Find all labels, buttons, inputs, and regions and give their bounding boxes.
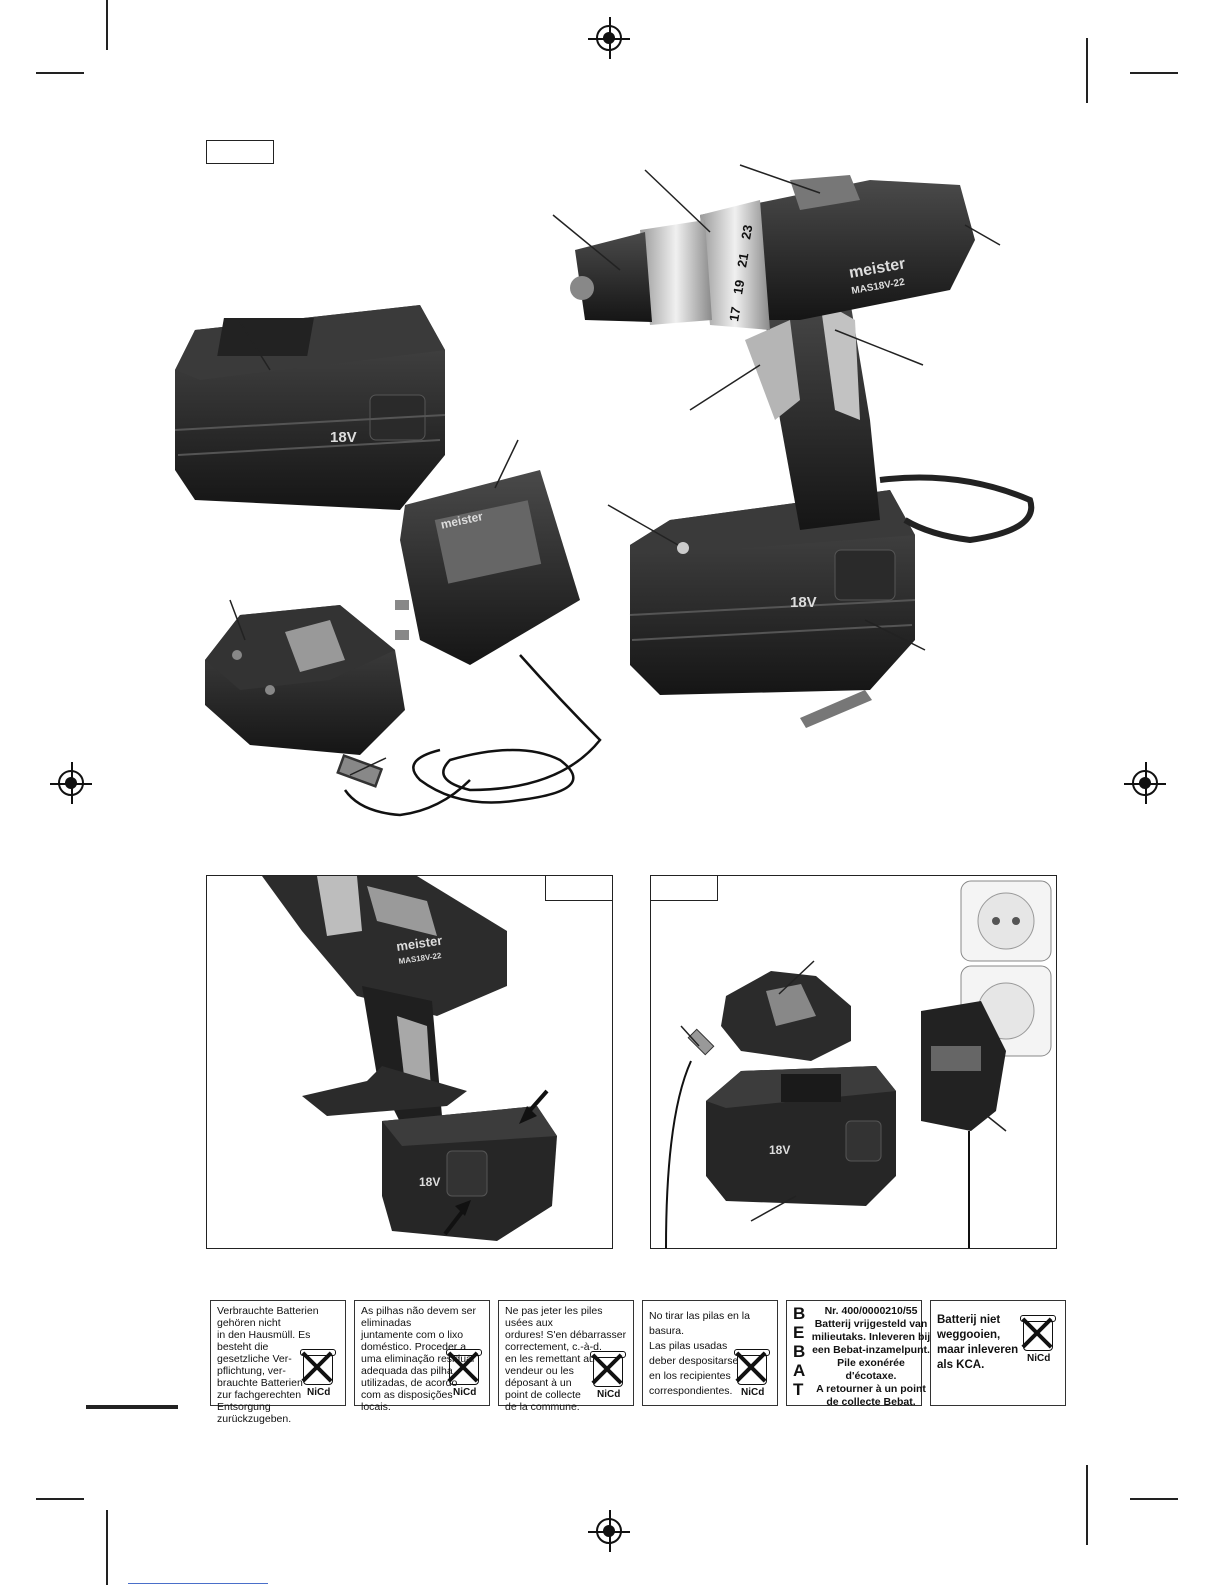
- fig3-cradle: [721, 971, 851, 1061]
- disposal-label-de: Verbrauchte Batterien gehören nicht in d…: [210, 1300, 346, 1425]
- disposal-text-es: No tirar las pilas en la basura. Las pil…: [649, 1310, 750, 1397]
- spare-battery-voltage: 18V: [330, 429, 357, 446]
- figure-3: 18V: [650, 875, 1057, 1249]
- disposal-text-nl: Batterij niet weggooien, maar inleveren …: [937, 1314, 1019, 1371]
- registration-mark-bottom: [588, 1510, 630, 1552]
- drill-battery: 18V: [629, 490, 916, 695]
- fig3-plug-cable: [665, 1028, 715, 1248]
- disposal-text-de: Verbrauchte Batterien gehören nicht in d…: [217, 1305, 319, 1425]
- clutch-scale-1: 17: [726, 306, 743, 323]
- crossed-bin-icon: NiCd: [443, 1345, 483, 1398]
- figure-1-leaders: [229, 164, 1001, 776]
- figure-2-label: [545, 876, 612, 901]
- screwdriver-bit: [800, 690, 872, 728]
- fig3-battery: 18V: [706, 1066, 896, 1206]
- disposal-label-fr: Ne pas jeter les piles usées aux ordures…: [498, 1300, 634, 1413]
- clutch-scale-4: 23: [738, 224, 755, 241]
- figure-3-label: [651, 876, 718, 901]
- wrist-strap: [879, 474, 1035, 544]
- bebat-text: Nr. 400/0000210/55 Batterij vrijgesteld …: [811, 1305, 931, 1408]
- disposal-label-pt: As pilhas não devem ser eliminadas junta…: [354, 1300, 490, 1413]
- crossed-bin-icon: NiCd: [1017, 1311, 1057, 1364]
- figure-2: meister MAS18V-22 18V: [206, 875, 613, 1249]
- fig2-battery-voltage: 18V: [419, 1175, 440, 1189]
- fig2-drill-brand: meister: [395, 933, 443, 954]
- drill-battery-voltage: 18V: [790, 594, 817, 611]
- figure-3-leaders: [680, 960, 1007, 1222]
- figure-1-illustration: 18V meister 18V: [174, 164, 1035, 817]
- clutch-scale-3: 21: [734, 252, 751, 269]
- charger-adapter: meister: [395, 470, 580, 665]
- disposal-label-es: No tirar las pilas en la basura. Las pil…: [642, 1300, 778, 1406]
- disposal-text-fr: Ne pas jeter les piles usées aux ordures…: [505, 1305, 627, 1413]
- fig3-adapter: [921, 1001, 1006, 1248]
- figure-2-illustration: meister MAS18V-22 18V: [262, 876, 557, 1241]
- crossed-bin-icon: NiCd: [587, 1347, 627, 1400]
- figure-1-label: [206, 140, 274, 164]
- clutch-scale-2: 19: [730, 279, 747, 296]
- charging-cradle: [205, 605, 405, 755]
- crossed-bin-icon: NiCd: [731, 1345, 771, 1398]
- registration-mark-top: [588, 17, 630, 59]
- spare-battery: 18V: [174, 305, 446, 510]
- disposal-label-nl: Batterij niet weggooien, maar inleveren …: [930, 1300, 1066, 1406]
- cordless-drill: meister MAS18V-22 17 19 21 23: [570, 175, 975, 530]
- registration-mark-right: [1124, 762, 1166, 804]
- crossed-bin-icon: NiCd: [297, 1345, 337, 1398]
- insert-arrow-top: [519, 1089, 549, 1124]
- figure-3-illustration: 18V: [665, 880, 1052, 1248]
- fig3-battery-voltage: 18V: [769, 1143, 790, 1157]
- insert-arrow-bottom: [443, 1200, 471, 1236]
- disposal-text-pt: As pilhas não devem ser eliminadas junta…: [361, 1305, 476, 1413]
- registration-mark-left: [50, 762, 92, 804]
